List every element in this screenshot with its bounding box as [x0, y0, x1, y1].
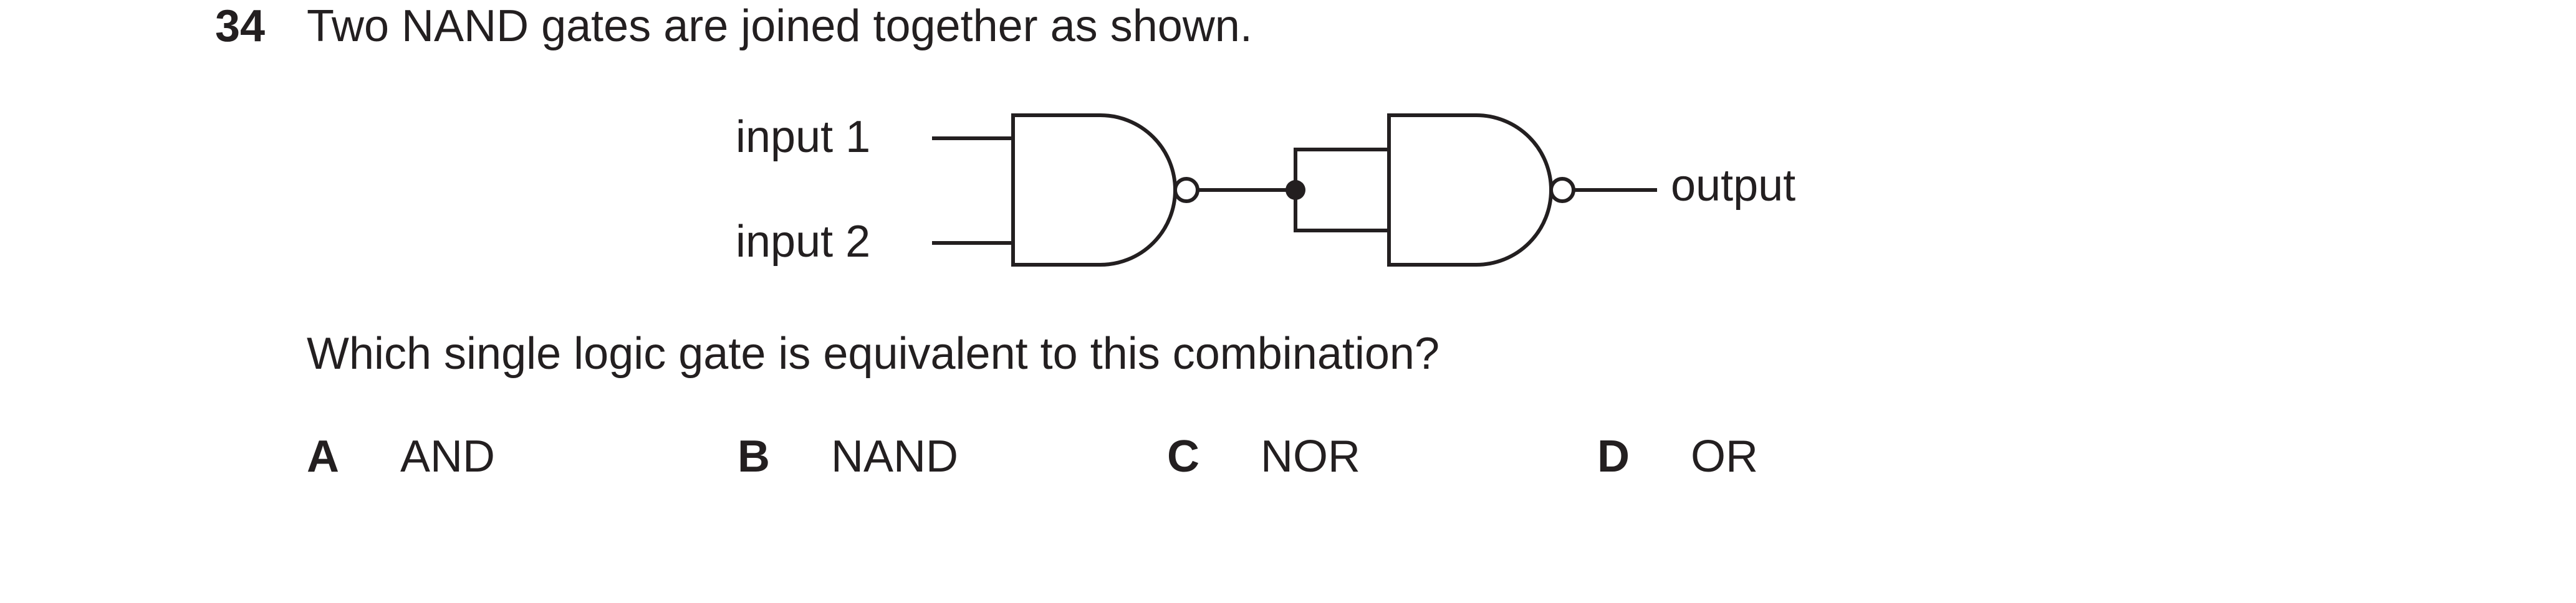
- option-d-text: OR: [1691, 432, 1758, 482]
- output-label: output: [1671, 161, 1795, 211]
- option-c[interactable]: C NOR: [1167, 434, 1360, 479]
- option-a-letter: A: [307, 432, 339, 482]
- option-b-letter: B: [738, 432, 770, 482]
- option-a[interactable]: A AND: [307, 434, 495, 479]
- option-b-text: NAND: [831, 432, 959, 482]
- option-d-letter: D: [1597, 432, 1630, 482]
- split-wire-upper: [1294, 148, 1389, 190]
- nand-gate-1-bubble: [1173, 177, 1199, 203]
- nand-gate-2-bubble: [1549, 177, 1575, 203]
- nand-gate-circuit-diagram: input 1 input 2 output: [736, 112, 1795, 267]
- option-c-letter: C: [1167, 432, 1199, 482]
- option-a-text: AND: [400, 432, 496, 482]
- option-c-text: NOR: [1261, 432, 1360, 482]
- option-d[interactable]: D OR: [1597, 434, 1758, 479]
- input-1-label: input 1: [736, 112, 870, 162]
- question-stem: Two NAND gates are joined together as sh…: [307, 1, 1252, 51]
- nand-gate-1: [1011, 113, 1177, 267]
- split-wire-lower: [1294, 190, 1389, 232]
- option-b[interactable]: B NAND: [738, 434, 958, 479]
- question-number: 34: [215, 1, 266, 51]
- input-2-label: input 2: [736, 217, 870, 267]
- question-prompt: Which single logic gate is equivalent to…: [307, 329, 1440, 379]
- nand-gate-2: [1387, 113, 1553, 267]
